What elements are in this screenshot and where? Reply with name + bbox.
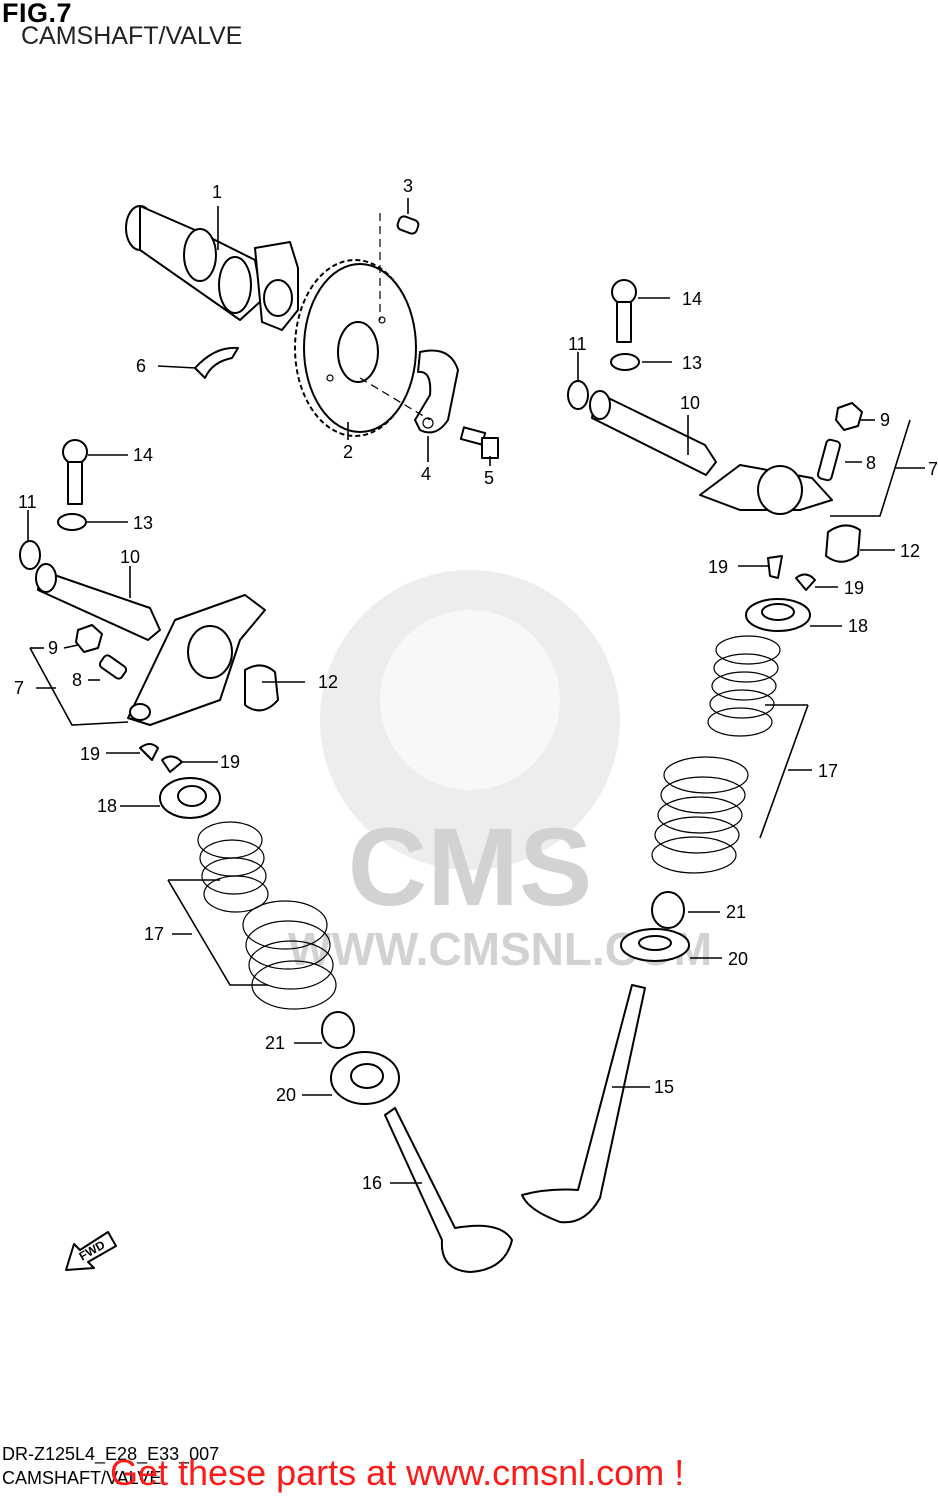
plate-part	[414, 349, 459, 434]
callout-20-left: 20	[276, 1085, 296, 1105]
callout-19-left-a: 19	[80, 744, 100, 764]
cam-sprocket-part	[294, 259, 417, 437]
pin-part	[396, 215, 420, 235]
guide-lines	[359, 213, 431, 421]
diagram-name: CAMSHAFT/VALVE	[2, 1468, 162, 1488]
callout-9-right: 9	[880, 410, 890, 430]
left-rocker-assembly	[19, 439, 513, 1273]
figure-subtitle: CAMSHAFT/VALVE	[21, 22, 243, 50]
callout-7-right: 7	[928, 459, 938, 479]
fwd-arrow-icon: FWD	[65, 1231, 117, 1271]
leader-lines	[27, 198, 925, 1184]
callout-11-right: 11	[568, 334, 587, 354]
callout-11-left: 11	[18, 492, 37, 512]
callout-19-right-a: 19	[708, 557, 728, 577]
right-rocker-assembly	[521, 279, 863, 1224]
callout-10-right: 10	[680, 393, 700, 413]
callout-17-right: 17	[818, 761, 838, 781]
clip-part	[194, 346, 239, 379]
callout-14-right: 14	[682, 289, 702, 309]
callout-7-left: 7	[14, 678, 24, 698]
callout-19-left-b: 19	[220, 752, 240, 772]
callout-13-right: 13	[682, 353, 702, 373]
callout-8-left: 8	[72, 670, 82, 690]
callout-17-left: 17	[144, 924, 164, 944]
callout-12-left: 12	[318, 672, 338, 692]
callout-18-left: 18	[97, 796, 117, 816]
camshaft-part	[125, 205, 299, 331]
callout-6: 6	[136, 356, 146, 376]
shop-link[interactable]: Get these parts at www.cmsnl.com !	[110, 1452, 685, 1493]
callout-13-left: 13	[133, 513, 153, 533]
figure-title: FIG.7	[2, 0, 73, 28]
bolt-5-part	[459, 426, 499, 459]
callout-21-left: 21	[265, 1033, 285, 1053]
callout-18-right: 18	[848, 616, 868, 636]
callout-15: 15	[654, 1077, 674, 1097]
callout-19-right-b: 19	[844, 578, 864, 598]
callout-12-right: 12	[900, 541, 920, 561]
callout-2: 2	[343, 442, 353, 462]
diagram-code: DR-Z125L4_E28_E33_007	[2, 1444, 220, 1464]
callout-21-right: 21	[726, 902, 746, 922]
watermark: CMS WWW.CMSNL.COM	[288, 570, 712, 975]
callout-9-left: 9	[48, 638, 58, 658]
callout-8-right: 8	[866, 453, 876, 473]
callout-3: 3	[403, 176, 413, 196]
callout-10-left: 10	[120, 547, 140, 567]
callout-1: 1	[212, 182, 222, 202]
callout-16: 16	[362, 1173, 382, 1193]
watermark-brand: CMS	[348, 806, 592, 929]
callouts: 1 2 3 4 5 6 14 13 11 10 9 7 8 12 19 19 1…	[14, 176, 938, 1193]
callout-20-right: 20	[728, 949, 748, 969]
callout-14-left: 14	[133, 445, 153, 465]
callout-4: 4	[421, 464, 431, 484]
callout-5: 5	[484, 468, 494, 488]
